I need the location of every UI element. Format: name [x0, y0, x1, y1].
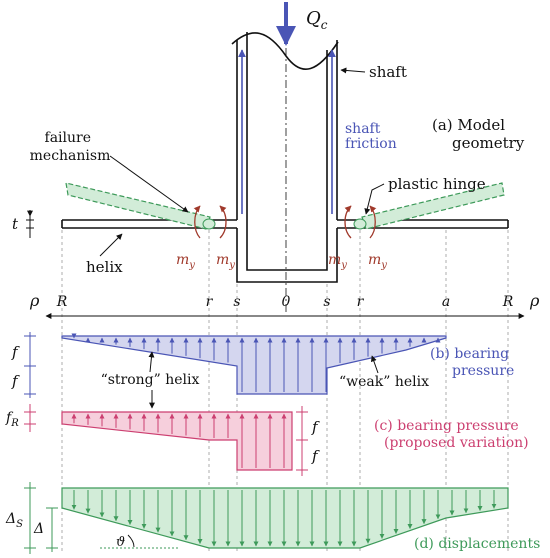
plastic-hinge-label: plastic hinge [388, 175, 486, 193]
strong-helix-label: “strong” helix [101, 372, 200, 388]
shaft-top-cut [231, 32, 339, 70]
svg-text:my: my [216, 252, 235, 271]
shaft-label: shaft [369, 63, 407, 81]
axis-tick-r-left: r [206, 294, 214, 310]
moment-arrows [193, 205, 377, 239]
weak-helix-pointer [370, 355, 379, 374]
shaft [236, 32, 338, 283]
failure-pointer [109, 155, 189, 213]
bearing-pressure: (b) bearing pressure “strong” helix “wea… [11, 332, 514, 409]
axis-tick-r-right: r [357, 294, 365, 310]
model-geometry: my my my my Qc shaft shaft friction (a) … [12, 2, 525, 312]
fr-label: fR [5, 410, 19, 429]
shaft-friction-arrows [238, 49, 336, 214]
svg-text:f: f [11, 372, 20, 390]
fr-bracket [24, 404, 36, 432]
failure-mechanism-label: failure mechanism [30, 130, 111, 164]
proposed-bearing-pressure: fR f f (c) bearing pressure (proposed va… [5, 404, 529, 476]
svg-text:my: my [328, 252, 347, 271]
svg-text:f: f [11, 343, 20, 361]
proposed-pressure-arrows [71, 413, 287, 468]
svg-text:ρ: ρ [529, 291, 540, 310]
bearing-pressure-label: (b) bearing pressure [430, 346, 514, 379]
svg-text:my: my [176, 252, 195, 271]
plastic-hinge-pointer [364, 183, 385, 215]
svg-text:my: my [368, 252, 387, 271]
proposed-label: (c) bearing pressure (proposed variation… [374, 418, 529, 451]
theta-label: ϑ [116, 535, 125, 550]
proposed-pressure-area [61, 411, 293, 471]
displacements: ΔS Δ ϑ (d) displacements [5, 482, 540, 554]
theta-arc [127, 534, 135, 548]
delta-s-label: ΔS [5, 511, 23, 530]
svg-text:ρ: ρ [29, 291, 40, 310]
helix-plate [61, 219, 509, 229]
pp-f-brackets [296, 406, 308, 476]
shaft-pointer [340, 67, 366, 74]
axis-tick-R-right: R [502, 294, 514, 310]
failure-plate-left [65, 182, 211, 230]
strong-helix-pointer [148, 351, 155, 373]
displacements-label: (d) displacements [414, 536, 540, 552]
axis-tick-R-left: R [56, 294, 68, 310]
axis-tick-s-left: s [233, 294, 240, 310]
bp-f-brackets [24, 332, 36, 398]
axis-tick-a-right: a [442, 294, 450, 310]
axis-tick-zero: 0 [282, 294, 291, 310]
thickness-marker [26, 210, 34, 238]
moment-labels: my my my my [176, 252, 387, 271]
weak-helix-label: “weak” helix [339, 374, 429, 390]
displacement-arrows [71, 490, 497, 547]
bearing-pressure-arrows [71, 333, 441, 392]
svg-text:f: f [311, 418, 320, 436]
delta-label: Δ [33, 521, 44, 537]
plastic-hinge-right [353, 218, 367, 230]
thickness-label: t [12, 215, 19, 233]
delta-bracket [46, 507, 58, 552]
axis-tick-s-right: s [323, 294, 330, 310]
model-geometry-label: (a) Model geometry [432, 116, 525, 152]
helix-pointer [99, 233, 123, 257]
plastic-hinge-left [202, 218, 216, 230]
svg-text:f: f [311, 447, 320, 465]
load-label: Qc [306, 8, 328, 32]
delta-s-bracket [24, 482, 36, 554]
helix-label: helix [86, 258, 123, 276]
shaft-friction-label: shaft friction [345, 121, 397, 152]
